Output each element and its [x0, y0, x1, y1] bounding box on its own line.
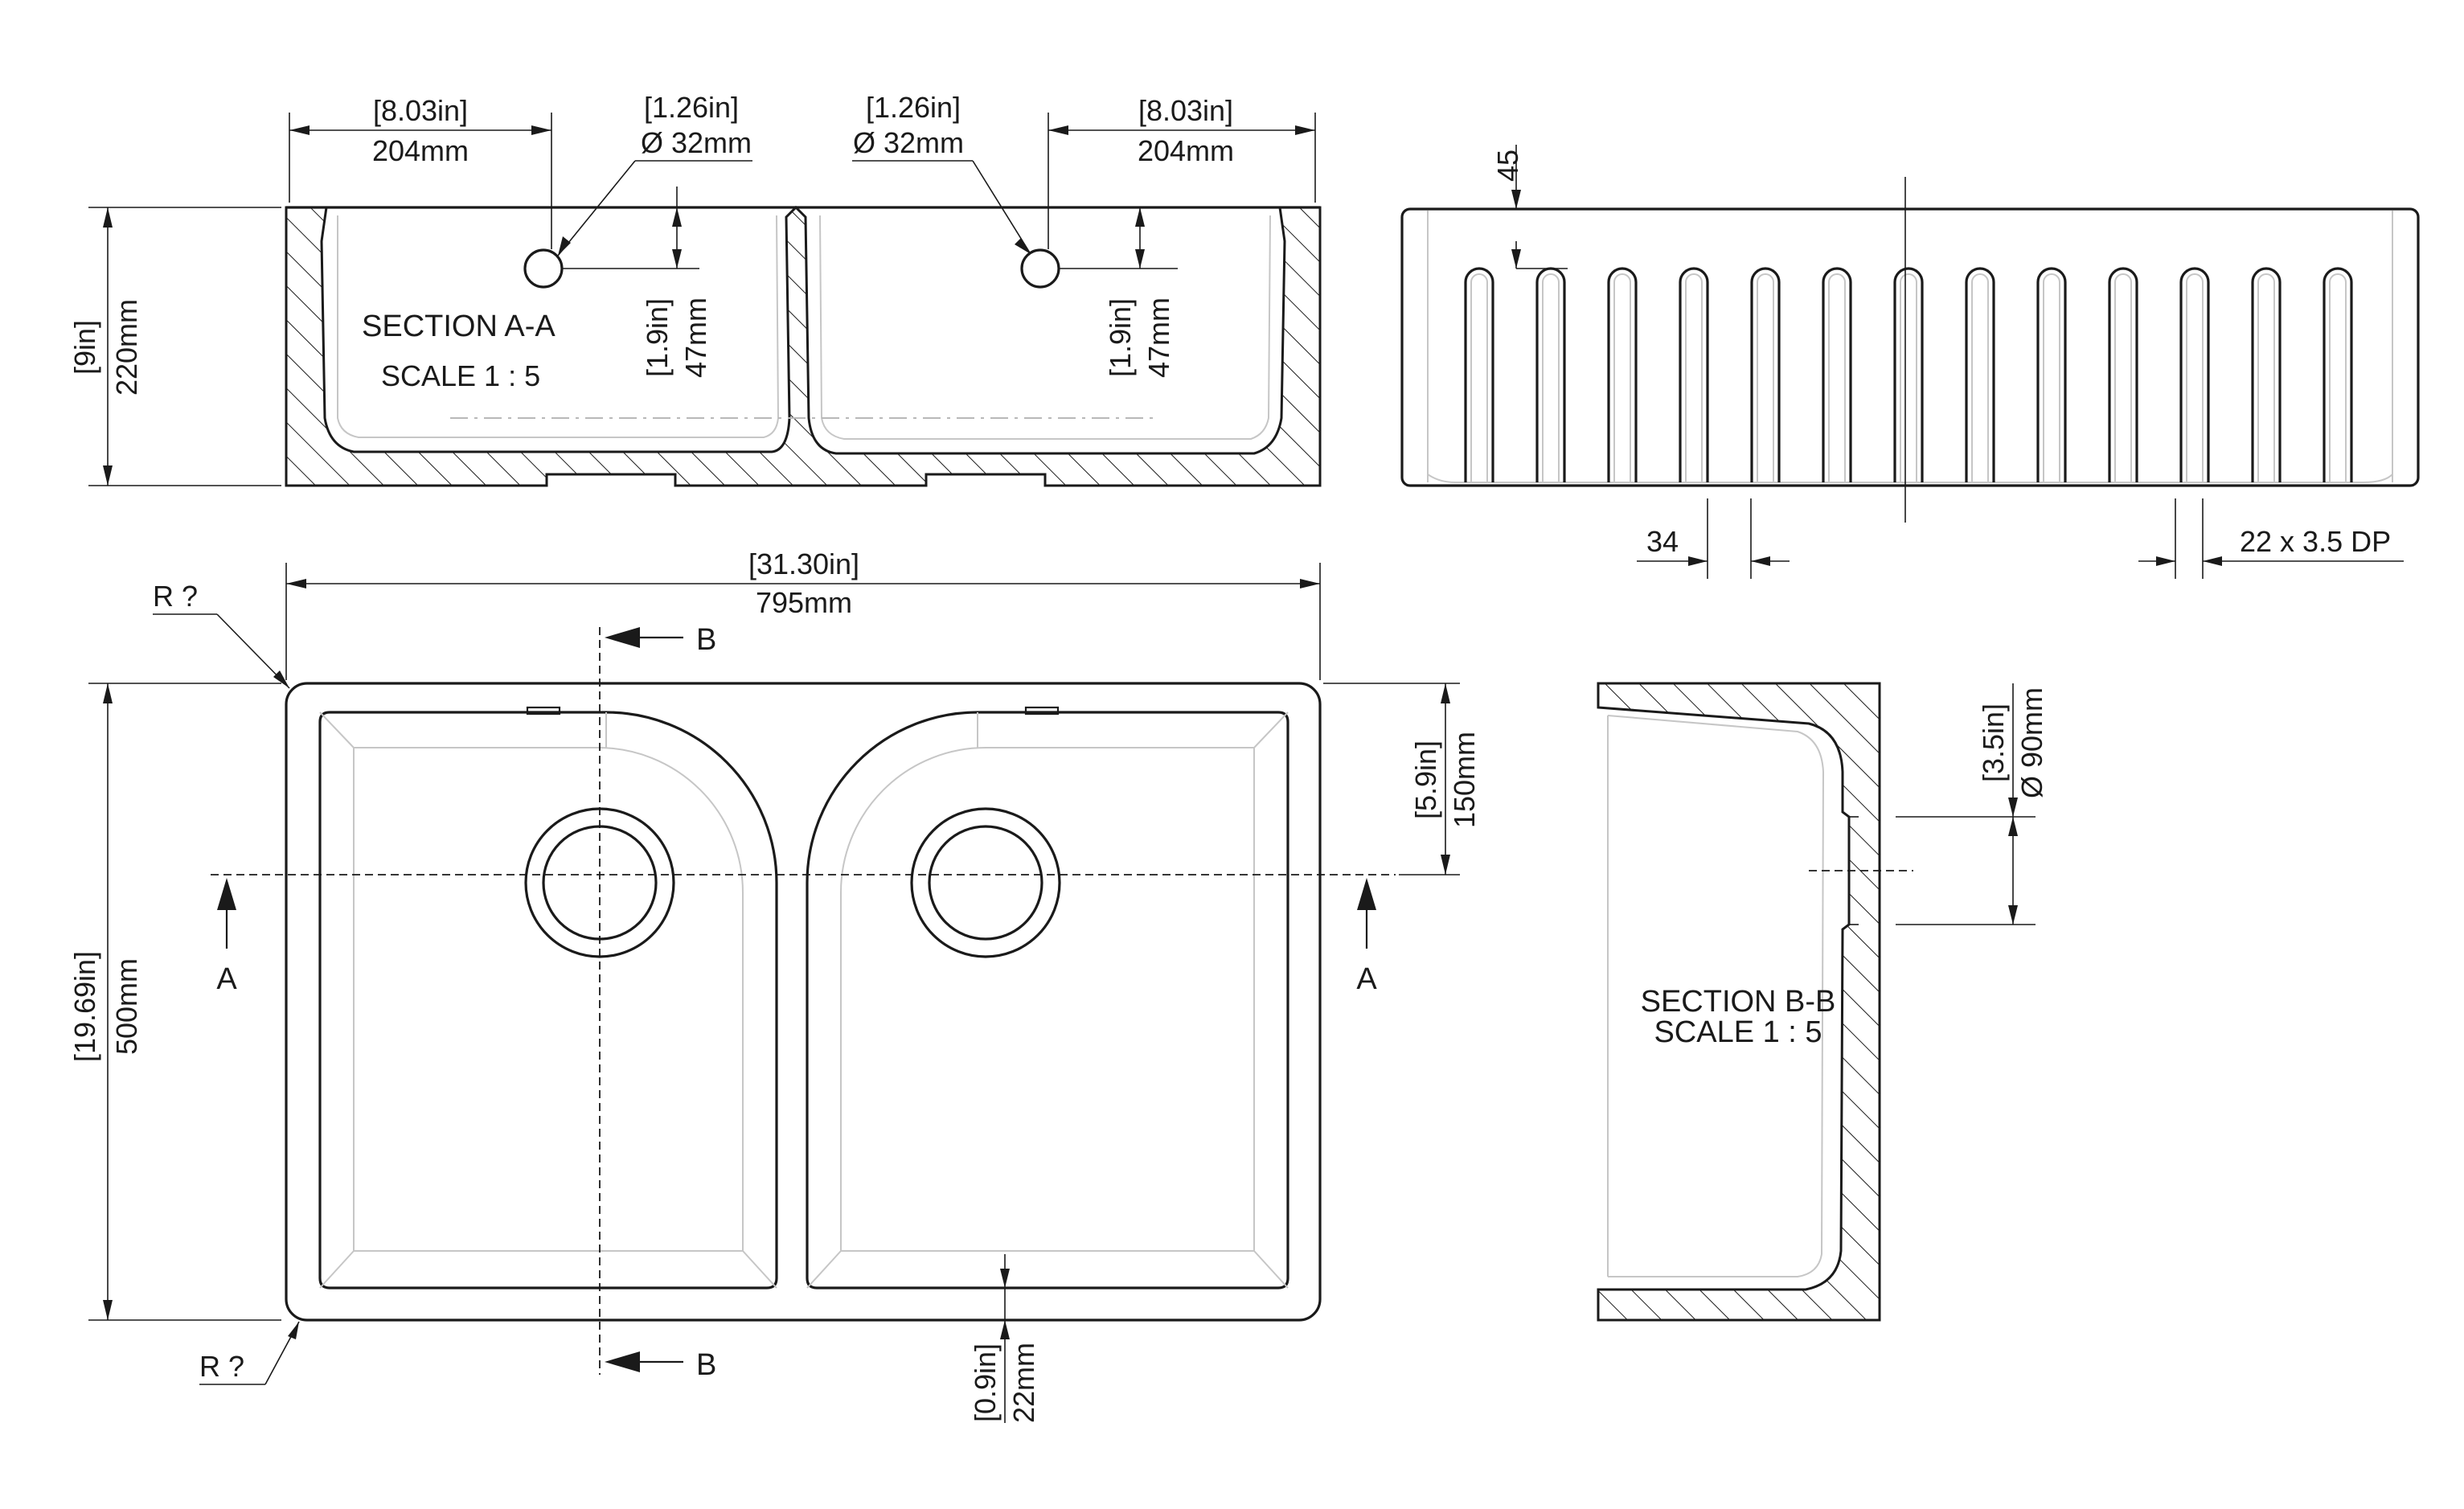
- section-a-right-hole: [1020, 248, 1060, 289]
- section-a-view: SECTION A-A SCALE 1 : 5 [8.03in] 204mm […: [68, 91, 1322, 487]
- groove-inner: [2186, 273, 2204, 482]
- plan-left-drain-outer: [524, 807, 675, 958]
- groove: [1965, 267, 1995, 482]
- plan-right-bowl: [806, 711, 1289, 1290]
- section-a-marker-right: A: [1356, 962, 1377, 996]
- drain-offset-mm: 150mm: [1448, 732, 1481, 828]
- groove: [1822, 267, 1852, 482]
- section-a-height-mm: 220mm: [110, 299, 143, 396]
- groove: [1750, 267, 1781, 482]
- section-a-right-hole-in: [1.26in]: [866, 91, 961, 124]
- groove: [1464, 267, 1494, 482]
- section-a-right-depth-mm: 47mm: [1142, 297, 1175, 378]
- section-a-left-hole-mm: Ø 32mm: [641, 126, 752, 159]
- section-a-right-bowl-hidden: [819, 215, 1271, 440]
- section-b-scale: SCALE 1 : 5: [1654, 1015, 1822, 1049]
- groove: [2179, 267, 2210, 482]
- groove-inner: [2329, 273, 2347, 482]
- groove-inner: [1542, 273, 1560, 482]
- section-a-left-depth-mm: 47mm: [679, 297, 712, 378]
- groove: [2251, 267, 2282, 482]
- groove-inner: [1613, 273, 1631, 482]
- section-a-left-hole: [523, 248, 564, 289]
- groove-pitch-dimension: 34: [1646, 525, 1679, 558]
- groove: [1535, 267, 1566, 482]
- front-view: 45 34 22 x 3.5 DP: [1400, 145, 2420, 579]
- groove: [2323, 267, 2353, 482]
- section-b-drain-mm: Ø 90mm: [2015, 687, 2048, 798]
- section-b-view: SECTION B-B SCALE 1 : 5 [3.5in] Ø 90mm: [1597, 682, 2048, 1322]
- groove: [1679, 267, 1709, 482]
- section-b-title: SECTION B-B: [1641, 985, 1836, 1019]
- section-a-right-offset-mm: 204mm: [1138, 134, 1234, 167]
- bottom-wall-mm: 22mm: [1007, 1343, 1040, 1423]
- section-a-height-in: [9in]: [68, 320, 101, 375]
- groove-inner: [1757, 273, 1774, 482]
- overall-width-in: [31.30in]: [748, 547, 859, 580]
- bottom-wall-in: [0.9in]: [969, 1343, 1002, 1422]
- overall-depth-mm: 500mm: [110, 958, 143, 1055]
- groove-inner: [2114, 273, 2132, 482]
- section-a-left-hole-in: [1.26in]: [644, 91, 739, 124]
- plan-left-bowl: [318, 711, 778, 1290]
- groove-inner: [2257, 273, 2275, 482]
- groove: [1893, 267, 1924, 482]
- plan-view: A A B B [31.30in] 795mm [19.69in] 500mm: [68, 547, 1481, 1423]
- groove-inner: [1685, 273, 1703, 482]
- front-view-outline: [1400, 207, 2420, 487]
- corner-radius-top: R ?: [153, 580, 198, 613]
- overall-width-mm: 795mm: [756, 586, 852, 619]
- plan-right-drain-inner: [928, 825, 1043, 941]
- section-a-title: SECTION A-A: [362, 310, 556, 343]
- groove: [1607, 267, 1638, 482]
- groove-inner: [1900, 273, 1917, 482]
- groove-inner: [1971, 273, 1989, 482]
- section-a-left-depth-in: [1.9in]: [641, 298, 674, 377]
- section-b-drain-in: [3.5in]: [1977, 703, 2010, 782]
- section-b-marker-top: B: [696, 623, 716, 657]
- groove-spec-dimension: 22 x 3.5 DP: [2240, 525, 2391, 558]
- front-view-grooves: [1464, 267, 2353, 482]
- section-a-left-offset-in: [8.03in]: [373, 94, 468, 127]
- section-a-left-bowl-hidden: [337, 215, 780, 438]
- plan-left-drain-inner: [542, 825, 658, 941]
- groove-inner: [2043, 273, 2060, 482]
- section-a-right-depth-in: [1.9in]: [1104, 298, 1137, 377]
- plan-outline: [285, 682, 1322, 1322]
- corner-radius-bottom: R ?: [199, 1350, 244, 1383]
- section-a-left-wall: [285, 205, 1322, 487]
- section-a-right-hole-mm: Ø 32mm: [853, 126, 964, 159]
- section-b-marker-bottom: B: [696, 1348, 716, 1382]
- groove: [2108, 267, 2138, 482]
- section-a-left-offset-mm: 204mm: [372, 134, 469, 167]
- groove-inner: [1470, 273, 1488, 482]
- groove-top-dimension: 45: [1491, 150, 1524, 182]
- plan-right-drain-outer: [910, 807, 1061, 958]
- section-a-scale: SCALE 1 : 5: [381, 359, 540, 392]
- groove-inner: [1828, 273, 1846, 482]
- groove: [2036, 267, 2067, 482]
- drain-offset-in: [5.9in]: [1409, 740, 1442, 819]
- section-a-right-offset-in: [8.03in]: [1138, 94, 1233, 127]
- overall-depth-in: [19.69in]: [68, 951, 101, 1062]
- section-a-marker-left: A: [216, 962, 237, 996]
- section-b-wall: [1597, 682, 1881, 1322]
